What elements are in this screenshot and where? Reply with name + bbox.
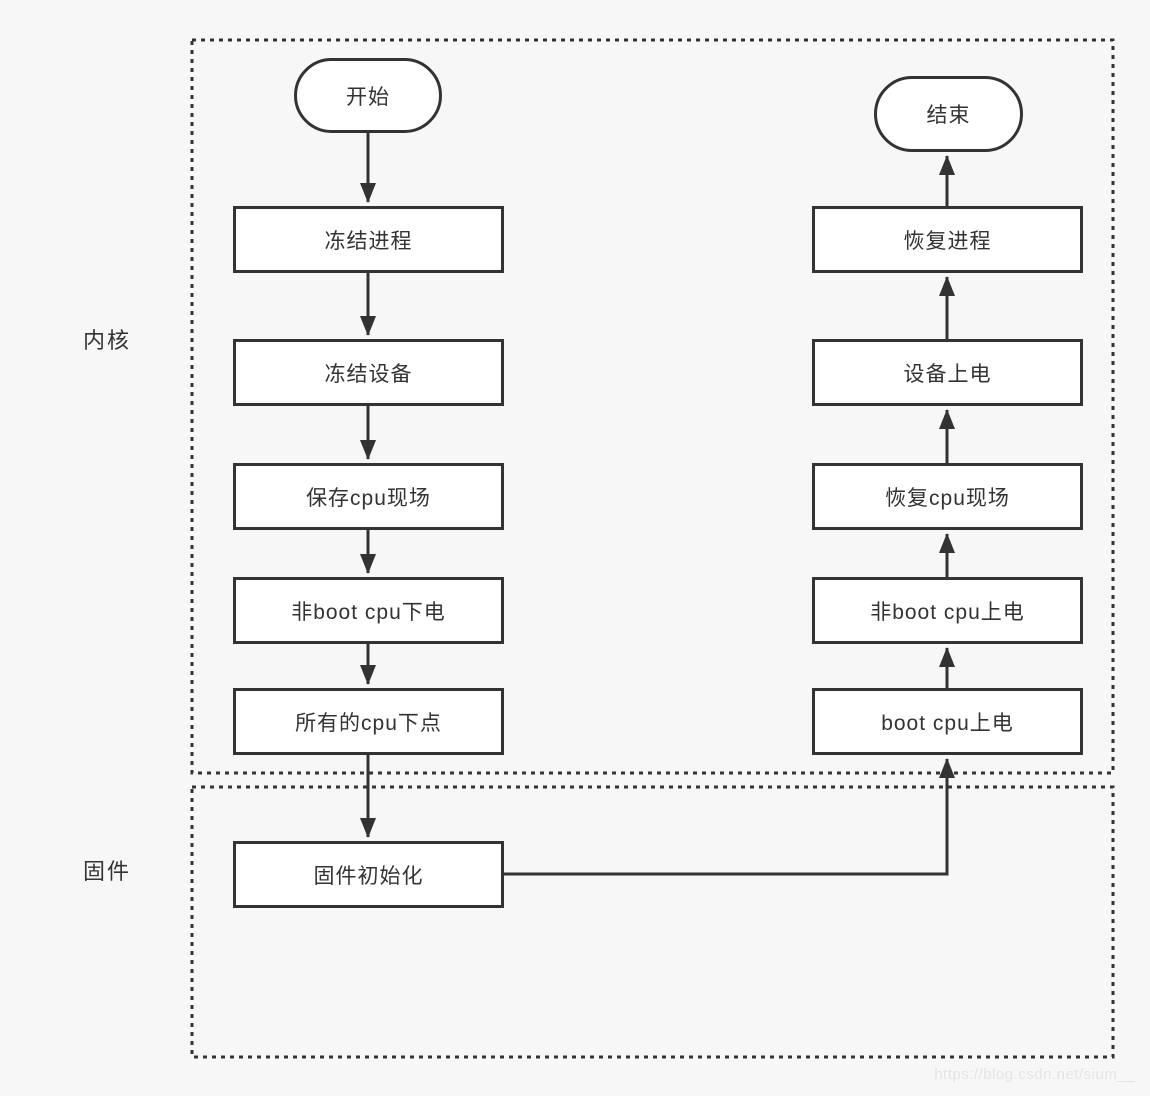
node-firmware-init: 固件初始化 [233,841,504,908]
node-restore-cpu-context: 恢复cpu现场 [812,463,1083,530]
node-resume-processes: 恢复进程 [812,206,1083,273]
node-start: 开始 [294,58,442,133]
region-label-firmware: 固件 [82,859,131,884]
node-freeze-processes: 冻结进程 [233,206,504,273]
node-nonboot-cpu-poweroff: 非boot cpu下电 [233,577,504,644]
arrow-firmware-init-to-boot-cpu-on [504,758,955,876]
watermark: https://blog.csdn.net/sium__ [934,1066,1135,1083]
node-nonboot-cpu-poweron: 非boot cpu上电 [812,577,1083,644]
node-save-cpu-context: 保存cpu现场 [233,463,504,530]
firmware-region-border [190,785,1115,1059]
kernel-region-border [190,38,1115,775]
node-boot-cpu-poweron: boot cpu上电 [812,688,1083,755]
node-freeze-devices: 冻结设备 [233,339,504,406]
node-device-poweron: 设备上电 [812,339,1083,406]
node-end: 结束 [874,76,1023,152]
node-all-cpu-poweroff: 所有的cpu下点 [233,688,504,755]
region-label-kernel: 内核 [82,328,131,353]
